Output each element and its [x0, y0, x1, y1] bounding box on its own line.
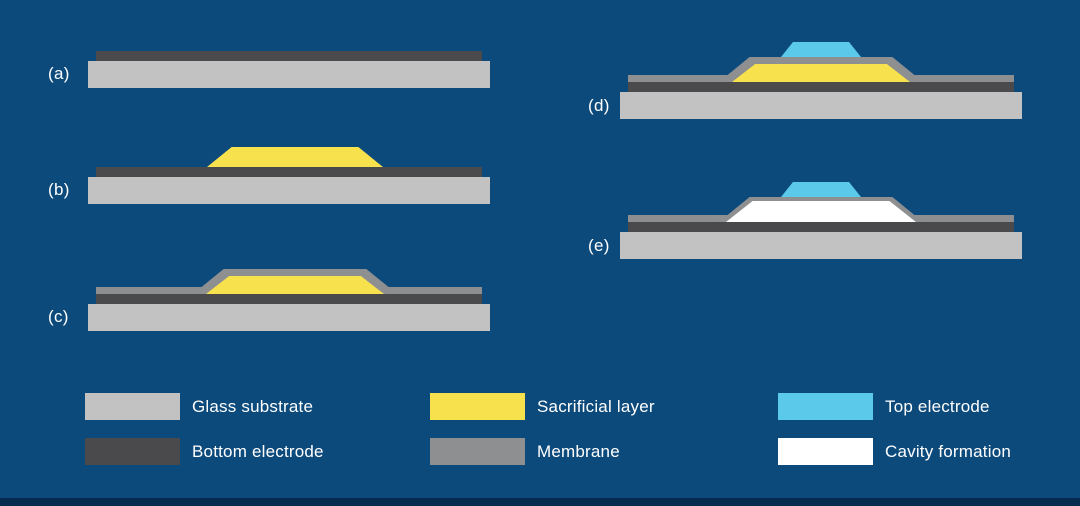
- bottom-border-strip: [0, 498, 1080, 506]
- legend-label: Top electrode: [885, 397, 990, 416]
- glass-substrate-layer: [88, 61, 490, 88]
- bottom-electrode-layer: [96, 51, 482, 61]
- cavity-layer: [726, 201, 916, 222]
- legend-swatch-bottom-electrode: [85, 438, 180, 465]
- sacrificial-layer: [732, 64, 910, 82]
- legend-swatch-glass-substrate: [85, 393, 180, 420]
- step-e-label: (e): [588, 236, 610, 255]
- legend-swatch-membrane: [430, 438, 525, 465]
- glass-substrate-layer: [620, 92, 1022, 119]
- step-b-label: (b): [48, 180, 70, 199]
- step-c-label: (c): [48, 307, 69, 326]
- glass-substrate-layer: [88, 304, 490, 331]
- legend-label: Cavity formation: [885, 442, 1012, 461]
- legend-swatch-top-electrode: [778, 393, 873, 420]
- bottom-electrode-layer: [96, 294, 482, 304]
- top-electrode-layer: [781, 182, 861, 197]
- legend-label: Membrane: [537, 442, 620, 461]
- legend-swatch-sacrificial-layer: [430, 393, 525, 420]
- step-d-label: (d): [588, 96, 610, 115]
- bottom-electrode-layer: [628, 82, 1014, 92]
- legend-label: Glass substrate: [192, 397, 314, 416]
- glass-substrate-layer: [620, 232, 1022, 259]
- bottom-electrode-layer: [628, 222, 1014, 232]
- sacrificial-layer: [206, 276, 384, 294]
- step-a-label: (a): [48, 64, 70, 83]
- legend-swatch-cavity-formation: [778, 438, 873, 465]
- legend-label: Bottom electrode: [192, 442, 324, 461]
- sacrificial-layer: [207, 147, 383, 167]
- bottom-electrode-layer: [96, 167, 482, 177]
- top-electrode-layer: [781, 42, 861, 57]
- legend-label: Sacrificial layer: [537, 397, 655, 416]
- glass-substrate-layer: [88, 177, 490, 204]
